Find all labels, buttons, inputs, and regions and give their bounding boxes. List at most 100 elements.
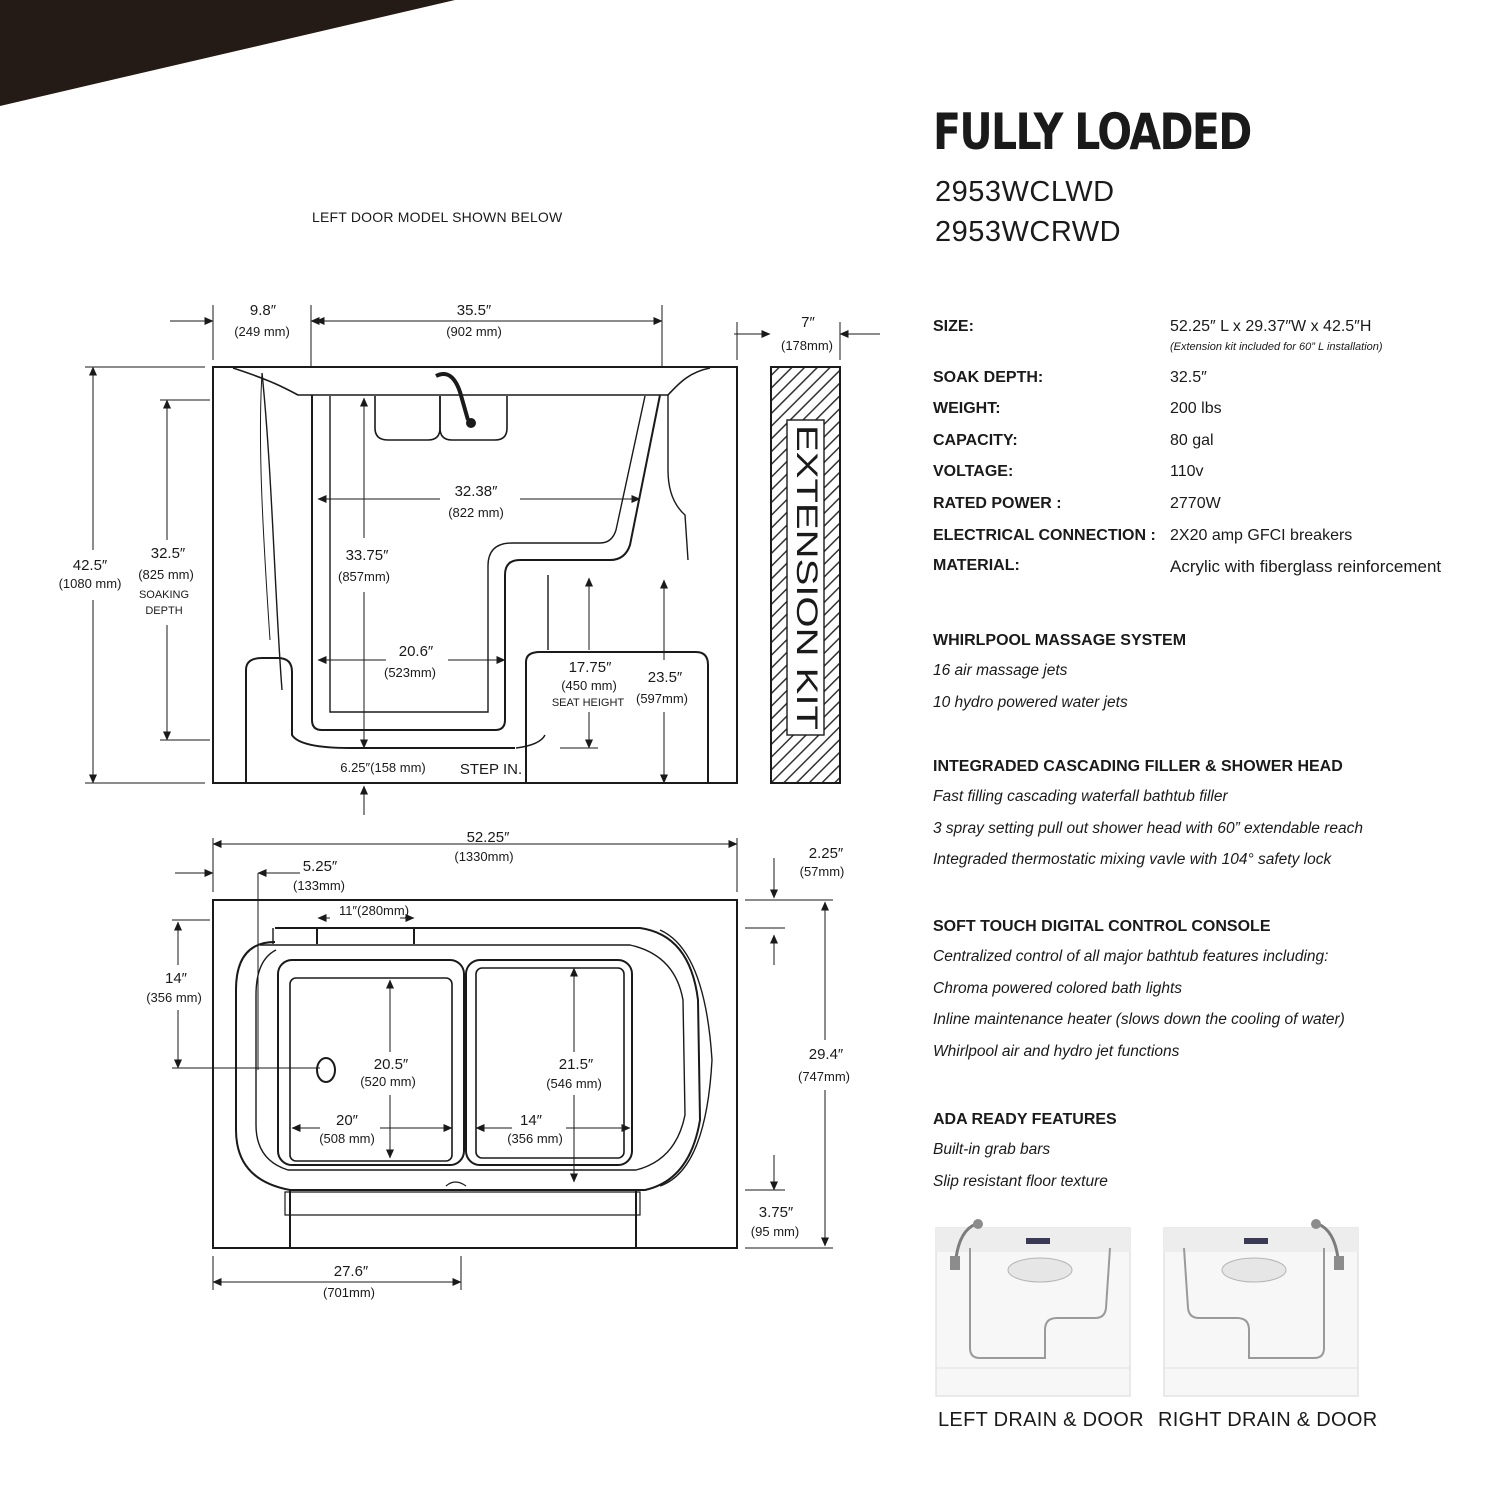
dim-top-left-width-mm: (249 mm)	[234, 324, 290, 339]
section-item: Integraded thermostatic mixing vavle wit…	[933, 851, 1332, 869]
left-drain-door-caption: LEFT DRAIN & DOOR	[938, 1409, 1144, 1431]
dim-inner-width-mm: (822 mm)	[448, 505, 504, 520]
dim-door-width-mm: (902 mm)	[446, 324, 502, 339]
section-item: Inline maintenance heater (slows down th…	[933, 1011, 1345, 1029]
spec-value: 2X20 amp GFCI breakers	[1170, 527, 1353, 544]
top-view	[212, 899, 738, 1249]
dim-inner-height: 33.75″	[346, 547, 390, 564]
dim-inner-w2-mm: (356 mm)	[507, 1131, 563, 1146]
dim-top-left-width: 9.8″	[250, 302, 277, 319]
dim-inner-h1-mm: (520 mm)	[360, 1074, 416, 1089]
dim-width: 29.4″	[809, 1046, 844, 1063]
model-number-right: 2953WCRWD	[935, 216, 1122, 248]
spec-label: RATED POWER :	[933, 495, 1062, 512]
spec-value: Acrylic with fiberglass reinforcement	[1170, 557, 1442, 576]
dim-seat-mm: (450 mm)	[561, 678, 617, 693]
dim-bottom-offset: 3.75″	[759, 1204, 794, 1221]
technical-drawing: EXTENSION KIT 9.8″ (249 mm) 35.5″ (902 m…	[59, 302, 880, 1300]
top-view-labels: 52.25″ (1330mm) 5.25″ (133mm) 2.25″ (57m…	[146, 829, 850, 1300]
soak-label-2: DEPTH	[145, 605, 182, 617]
seat-label: SEAT HEIGHT	[552, 697, 625, 709]
spec-label: VOLTAGE:	[933, 463, 1014, 480]
spec-value: 110v	[1170, 463, 1204, 480]
section-item: Whirlpool air and hydro jet functions	[933, 1042, 1180, 1060]
dim-inner-w1: 20″	[336, 1112, 359, 1129]
spec-label: ELECTRICAL CONNECTION :	[933, 527, 1156, 544]
spec-label: WEIGHT:	[933, 400, 1001, 417]
dim-door-bottom-mm: (523mm)	[384, 665, 436, 680]
dim-left-depth: 14″	[165, 970, 188, 987]
dim-bottom-offset-mm: (95 mm)	[751, 1224, 799, 1239]
page-title: FULLY LOADED	[933, 103, 1252, 161]
soak-label-1: SOAKING	[139, 589, 189, 601]
left-door-tub-image	[935, 1219, 1131, 1397]
side-view-dimensions	[85, 305, 880, 815]
section-item: Chroma powered colored bath lights	[933, 979, 1182, 997]
side-view	[212, 366, 738, 784]
spec-value: 80 gal	[1170, 432, 1214, 449]
spec-value: 32.5″	[1170, 369, 1207, 386]
spec-note: (Extension kit included for 60” L instal…	[1170, 341, 1383, 353]
section-ada: ADA READY FEATURES Built-in grab bars Sl…	[933, 1111, 1473, 1204]
spec-label: CAPACITY:	[933, 432, 1018, 449]
spec-value: 200 lbs	[1170, 400, 1222, 417]
dim-soak-mm: (825 mm)	[138, 567, 194, 582]
top-view-outline	[212, 899, 738, 1249]
dim-right-height-mm: (597mm)	[636, 691, 688, 706]
section-title: INTEGRADED CASCADING FILLER & SHOWER HEA…	[933, 758, 1343, 775]
section-title: WHIRLPOOL MASSAGE SYSTEM	[933, 632, 1187, 649]
dim-soak: 32.5″	[151, 545, 186, 562]
dim-door-width: 35.5″	[457, 302, 492, 319]
section-item: Centralized control of all major bathtub…	[933, 948, 1329, 965]
dim-height: 42.5″	[73, 557, 108, 574]
dim-ext-width: 7″	[801, 314, 815, 331]
section-item: Slip resistant floor texture	[933, 1172, 1108, 1190]
section-title: ADA READY FEATURES	[933, 1111, 1117, 1128]
section-item: 16 air massage jets	[933, 662, 1068, 679]
dim-width-mm: (747mm)	[798, 1069, 850, 1084]
dim-ext-width-mm: (178mm)	[781, 338, 833, 353]
section-item: 3 spray setting pull out shower head wit…	[933, 819, 1363, 837]
dim-front: 27.6″	[334, 1263, 369, 1280]
spec-label: SIZE:	[933, 318, 974, 335]
dim-inner-w2: 14″	[520, 1112, 543, 1129]
dim-left-offset-mm: (133mm)	[293, 878, 345, 893]
right-door-tub-image	[1163, 1219, 1359, 1397]
dim-left-depth-mm: (356 mm)	[146, 990, 202, 1005]
dim-seat: 17.75″	[569, 659, 613, 676]
extension-kit: EXTENSION KIT	[770, 366, 841, 784]
model-number-left: 2953WCLWD	[935, 176, 1115, 208]
section-item: Fast filling cascading waterfall bathtub…	[933, 788, 1228, 805]
spec-label: SOAK DEPTH:	[933, 369, 1044, 386]
spec-value: 2770W	[1170, 495, 1221, 512]
dim-length: 52.25″	[467, 829, 511, 846]
spec-label: MATERIAL:	[933, 557, 1020, 574]
dim-inner-h2-mm: (546 mm)	[546, 1076, 602, 1091]
extension-kit-label: EXTENSION KIT	[790, 425, 823, 730]
dim-right-height: 23.5″	[648, 669, 683, 686]
spec-value: 52.25″ L x 29.37″W x 42.5″H	[1170, 318, 1372, 335]
right-drain-door-caption: RIGHT DRAIN & DOOR	[1158, 1409, 1378, 1431]
section-item: 10 hydro powered water jets	[933, 693, 1128, 711]
dim-height-mm: (1080 mm)	[59, 576, 122, 591]
dim-right-offset-mm: (57mm)	[800, 864, 845, 879]
dim-right-offset: 2.25″	[809, 845, 844, 862]
corner-wedge-graphic	[0, 0, 455, 106]
section-item: Built-in grab bars	[933, 1141, 1051, 1158]
section-whirlpool: WHIRLPOOL MASSAGE SYSTEM 16 air massage …	[933, 632, 1473, 725]
dim-inner-height-mm: (857mm)	[338, 569, 390, 584]
step-in-label: STEP IN.	[460, 761, 522, 778]
dim-inner-h1: 20.5″	[374, 1056, 409, 1073]
dim-door-bottom: 20.6″	[399, 643, 434, 660]
top-view-dimensions	[172, 838, 833, 1290]
dim-front-mm: (701mm)	[323, 1285, 375, 1300]
section-title: SOFT TOUCH DIGITAL CONTROL CONSOLE	[933, 918, 1271, 935]
dim-inner-h2: 21.5″	[559, 1056, 594, 1073]
section-filler: INTEGRADED CASCADING FILLER & SHOWER HEA…	[933, 758, 1473, 883]
dim-inner-width: 32.38″	[455, 483, 499, 500]
dim-rail: 11″(280mm)	[339, 903, 409, 918]
dim-left-offset: 5.25″	[303, 858, 338, 875]
dim-inner-w1-mm: (508 mm)	[319, 1131, 375, 1146]
section-control-console: SOFT TOUCH DIGITAL CONTROL CONSOLE Centr…	[933, 918, 1473, 1074]
side-view-outline	[212, 366, 738, 784]
